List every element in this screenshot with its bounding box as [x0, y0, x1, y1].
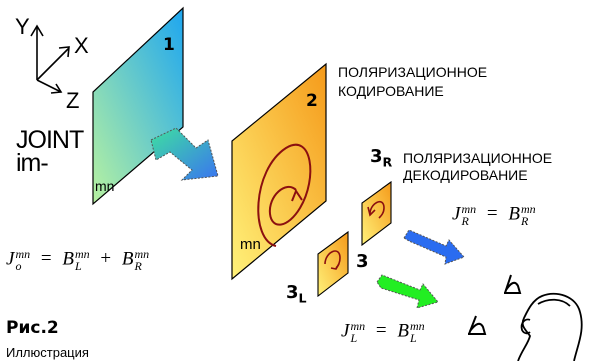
encoding-caption-line1: ПОЛЯРИЗАЦИОННОЕ — [338, 64, 488, 80]
encoding-caption-line2: КОДИРОВАНИЕ — [338, 83, 444, 99]
plate-1-mn-label: mn — [95, 178, 115, 194]
plate-2-label: 2 — [306, 91, 318, 111]
decoding-caption-line1: ПОЛЯРИЗАЦИОННОЕ — [403, 150, 553, 166]
rotation-left-icon — [324, 250, 341, 270]
plate-1 — [92, 6, 184, 206]
axis-x-label: X — [74, 33, 89, 58]
plate-1-label: 1 — [163, 35, 175, 55]
arrow-right-channel-icon — [403, 229, 465, 265]
eye-icon — [468, 315, 487, 335]
axis-z-label: Z — [66, 88, 80, 113]
plate-3-label: 3 — [356, 251, 369, 272]
joint-label-cont: im- — [16, 149, 49, 177]
arrow-left-channel-icon — [376, 274, 439, 309]
spiral-icon — [257, 143, 312, 247]
plate-3r-label: 3R — [370, 146, 393, 170]
rotation-right-icon — [367, 200, 385, 219]
joint-label: JOINT — [16, 126, 84, 154]
plate-3r — [361, 180, 392, 247]
plate-2 — [231, 62, 327, 281]
figure-label: Рис.2 — [6, 318, 59, 338]
axes-icon — [30, 24, 70, 94]
axis-y-label: Y — [15, 14, 30, 39]
plate-3l — [317, 230, 349, 298]
head-profile-icon — [517, 292, 583, 361]
plate-3l-label: 3L — [286, 282, 307, 306]
decoding-caption-line2: ДЕКОДИРОВАНИЕ — [403, 167, 528, 183]
figure-caption: Иллюстрация — [6, 345, 89, 360]
plate-2-mn-label: mn — [240, 236, 261, 253]
arrow-encode-icon — [150, 127, 219, 181]
eye-icon — [504, 274, 522, 294]
